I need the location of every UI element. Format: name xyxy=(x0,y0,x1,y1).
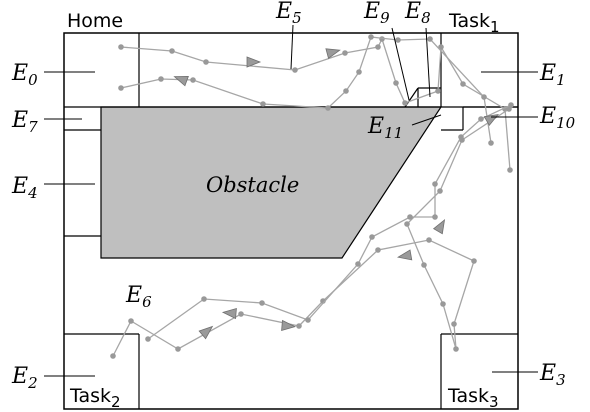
direction-arrow xyxy=(281,319,297,332)
trajectory-point xyxy=(175,346,181,352)
edge-label-e8: E8 xyxy=(404,0,431,27)
trajectory-point xyxy=(118,85,124,91)
trajectory-point xyxy=(259,300,265,306)
edge-label-e7: E7 xyxy=(11,108,38,136)
edge-label-e3: E3 xyxy=(539,361,566,389)
trajectory-point xyxy=(507,167,513,173)
trajectory-point xyxy=(453,346,459,352)
trajectory-point xyxy=(458,134,464,140)
task1-label: Task1 xyxy=(448,10,500,36)
trajectory-point xyxy=(145,336,151,342)
trajectory-point xyxy=(432,214,438,220)
workspace-border xyxy=(63,32,519,410)
trajectory-point xyxy=(343,88,349,94)
trajectory-point xyxy=(481,94,487,100)
trajectory-point xyxy=(375,44,381,50)
trajectory-point xyxy=(260,101,266,107)
trajectory-line xyxy=(120,37,511,171)
trajectory-point xyxy=(128,318,134,324)
direction-arrow xyxy=(432,218,446,235)
trajectory-point xyxy=(355,261,361,267)
home-label: Home xyxy=(67,10,123,32)
edge-label-e2: E2 xyxy=(11,364,38,392)
obstacle-label: Obstacle xyxy=(206,173,299,197)
trajectory-point xyxy=(404,221,410,227)
trajectory-point xyxy=(460,81,466,87)
direction-arrow xyxy=(325,48,341,60)
task3-label: Task3 xyxy=(447,385,499,411)
trajectory-point xyxy=(238,311,244,317)
trajectory-point xyxy=(451,321,457,327)
trajectory-point xyxy=(158,76,164,82)
edge-label-e5: E5 xyxy=(275,0,302,27)
trajectory-point xyxy=(432,181,438,187)
trajectory-point xyxy=(508,102,514,108)
trajectory-line xyxy=(147,104,512,340)
trajectory-point xyxy=(369,234,375,240)
direction-arrow xyxy=(246,56,262,68)
edge-label-e6: E6 xyxy=(125,283,152,311)
edge-label-e1: E1 xyxy=(539,61,566,89)
trajectory-point xyxy=(296,323,302,329)
trajectory-point xyxy=(437,188,443,194)
trajectory-point xyxy=(435,88,441,94)
trajectory-point xyxy=(118,44,124,50)
edge-label-e10: E10 xyxy=(539,104,576,132)
leader-lines xyxy=(44,24,538,377)
trajectory-point xyxy=(292,67,298,73)
trajectory-point xyxy=(488,140,494,146)
trajectory-point xyxy=(440,301,446,307)
edge-label-e4: E4 xyxy=(11,174,38,202)
edge-label-e9: E9 xyxy=(363,0,390,27)
direction-arrow xyxy=(198,325,214,340)
edge-label-e0: E0 xyxy=(11,61,38,89)
trajectory-point xyxy=(426,237,432,243)
trajectory-point xyxy=(190,77,196,83)
trajectory-point xyxy=(110,353,116,359)
trajectory-point xyxy=(375,247,381,253)
trajectory-point xyxy=(421,262,427,268)
trajectory-point xyxy=(395,37,401,43)
trajectory-point xyxy=(325,105,331,111)
direction-arrow xyxy=(397,249,413,261)
trajectory-point xyxy=(356,69,362,75)
trajectory-point xyxy=(305,317,311,323)
trajectory-point xyxy=(393,80,399,86)
trajectory-point xyxy=(203,59,209,65)
trajectory-point xyxy=(169,48,175,54)
edge-label-e11: E11 xyxy=(367,114,403,142)
trajectory-point xyxy=(342,50,348,56)
trajectory-point xyxy=(402,100,408,106)
trajectory-point xyxy=(407,214,413,220)
trajectory-point xyxy=(368,34,374,40)
task2-label: Task2 xyxy=(69,385,121,411)
trajectory-point xyxy=(201,296,207,302)
trajectory-point xyxy=(471,258,477,264)
trajectory-point xyxy=(478,116,484,122)
trajectory-point xyxy=(427,36,433,42)
direction-arrow xyxy=(221,307,237,320)
direction-arrow xyxy=(173,75,189,87)
trajectory-line xyxy=(120,36,492,144)
